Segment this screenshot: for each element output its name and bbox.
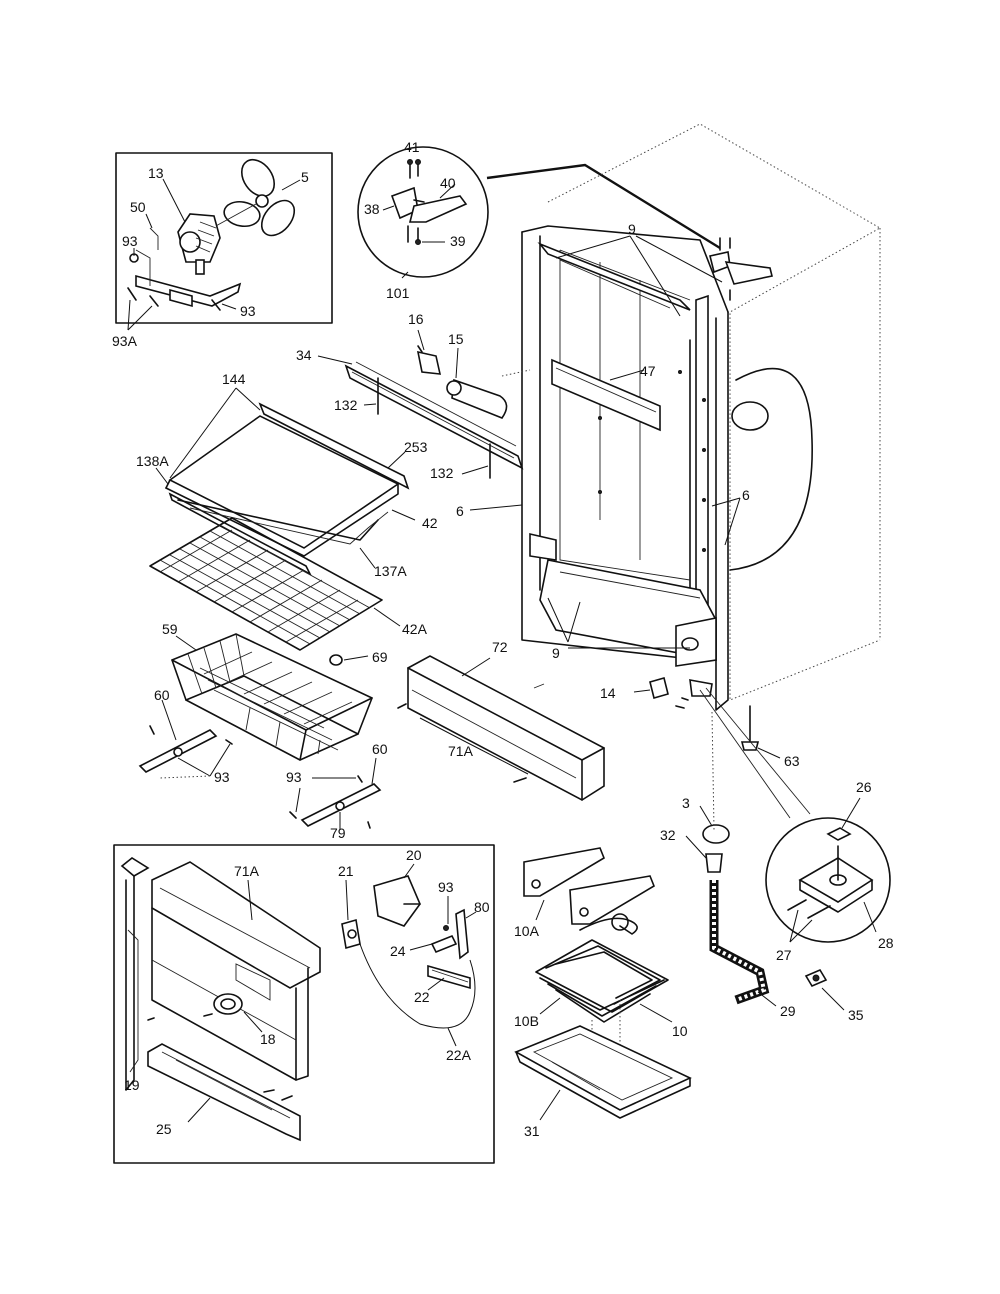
callout-35: 35 [848, 1007, 864, 1023]
callout-6: 6 [742, 487, 750, 503]
fan-motor-inset [115, 152, 333, 331]
callout-29: 29 [780, 1003, 796, 1019]
callout-132: 132 [334, 397, 358, 413]
callout-19: 19 [124, 1077, 140, 1093]
callout-18: 18 [260, 1031, 276, 1047]
callout-60: 60 [372, 741, 388, 757]
callout-60: 60 [154, 687, 170, 703]
callout-3: 3 [682, 795, 690, 811]
callout-31: 31 [524, 1123, 540, 1139]
glass-shelf-part [155, 387, 416, 576]
callout-93: 93 [438, 879, 454, 895]
callout-93A: 93A [112, 333, 138, 349]
callout-22A: 22A [446, 1047, 472, 1063]
callout-15: 15 [448, 331, 464, 347]
fan-blade-part [213, 158, 296, 237]
drain-detail-circle [765, 797, 891, 943]
callout-9: 9 [552, 645, 560, 661]
callout-10A: 10A [514, 923, 540, 939]
callout-21: 21 [338, 863, 354, 879]
callout-41: 41 [404, 139, 420, 155]
callout-26: 26 [856, 779, 872, 795]
callout-42A: 42A [402, 621, 428, 637]
callout-132: 132 [430, 465, 454, 481]
callout-16: 16 [408, 311, 424, 327]
light-housing-part [317, 329, 531, 479]
callout-63: 63 [784, 753, 800, 769]
callout-101: 101 [386, 285, 410, 301]
callout-14: 14 [600, 685, 616, 701]
callout-42: 42 [422, 515, 438, 531]
callout-253: 253 [404, 439, 428, 455]
callout-71A: 71A [448, 743, 474, 759]
callout-25: 25 [156, 1121, 172, 1137]
callout-27: 27 [776, 947, 792, 963]
callout-10B: 10B [514, 1013, 539, 1029]
basket-slide-right-part [289, 757, 382, 830]
callout-34: 34 [296, 347, 312, 363]
callout-28: 28 [878, 935, 894, 951]
callout-10: 10 [672, 1023, 688, 1039]
callout-6: 6 [456, 503, 464, 519]
lower-cover-part [397, 655, 605, 801]
drain-fitting-part [633, 677, 811, 1007]
callout-39: 39 [450, 233, 466, 249]
callout-93: 93 [122, 233, 138, 249]
top-hinge-detail-circle [357, 146, 721, 279]
callout-32: 32 [660, 827, 676, 843]
wire-basket-part [171, 633, 373, 761]
callout-47: 47 [640, 363, 656, 379]
callout-24: 24 [390, 943, 406, 959]
motor-bracket-part [135, 227, 242, 308]
control-panel-inset [113, 844, 495, 1164]
callout-labels: 5 13 50 93 93 93A 41 40 38 39 101 9 16 1… [112, 139, 894, 1139]
callout-138A: 138A [136, 453, 169, 469]
callout-59: 59 [162, 621, 178, 637]
callout-50: 50 [130, 199, 146, 215]
drain-clip-part [804, 968, 845, 1011]
callout-9: 9 [628, 221, 636, 237]
callout-69: 69 [372, 649, 388, 665]
callout-22: 22 [414, 989, 430, 1005]
callout-72: 72 [492, 639, 508, 655]
freezer-cabinet-part [469, 123, 882, 759]
heater-bracket-part [523, 847, 655, 925]
callout-80: 80 [474, 899, 490, 915]
callout-5: 5 [301, 169, 309, 185]
callout-79: 79 [330, 825, 346, 841]
callout-93: 93 [286, 769, 302, 785]
callout-13: 13 [148, 165, 164, 181]
basket-slide-left-part [138, 699, 233, 779]
callout-71A: 71A [234, 863, 260, 879]
callout-20: 20 [406, 847, 422, 863]
callout-93: 93 [240, 303, 256, 319]
callout-93: 93 [214, 769, 230, 785]
fan-motor-part [177, 213, 221, 275]
callout-38: 38 [364, 201, 380, 217]
drain-pan-part [514, 1025, 692, 1121]
callout-40: 40 [440, 175, 456, 191]
wire-shelf-part [149, 517, 401, 651]
callout-144: 144 [222, 371, 246, 387]
callout-137A: 137A [374, 563, 407, 579]
